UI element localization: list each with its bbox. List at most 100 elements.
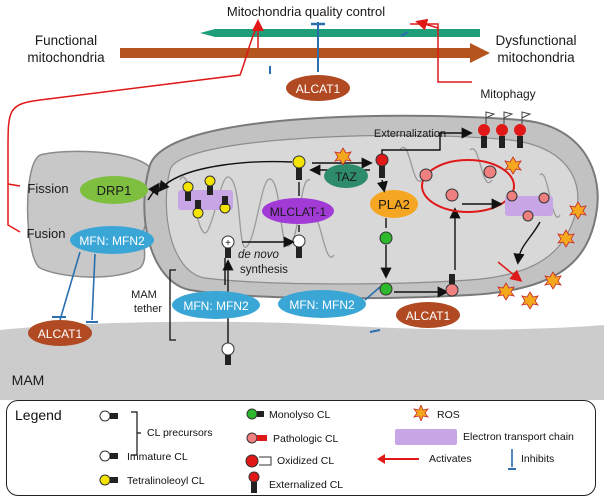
alcat1-top-node xyxy=(286,75,350,101)
alcat1-left-inhibit-2 xyxy=(91,253,96,321)
mfn-left-label: MFN: MFN2 xyxy=(79,234,145,248)
alcat1-mam-mid-label: ALCAT1 xyxy=(406,309,451,323)
mam-cl-precursor xyxy=(221,342,235,356)
mfn-mid-inhibit xyxy=(364,286,381,301)
etc-legend-swatch xyxy=(395,429,457,445)
functional-label-1: Functional xyxy=(35,33,97,48)
mam-label: MAM xyxy=(12,372,45,388)
functional-label-2: mitochondria xyxy=(27,50,105,65)
oxidized-legend-icon xyxy=(245,454,272,468)
legend-monolyso-cl: Monolyso CL xyxy=(269,409,331,421)
de-novo-label: de novo xyxy=(238,249,280,261)
cl-tail-6 xyxy=(449,274,455,284)
tether-bracket xyxy=(169,269,176,341)
inhibit-mid-tick xyxy=(369,329,381,333)
pla2-in-arrow xyxy=(376,179,388,193)
immature-cl-legend-icon xyxy=(99,450,118,462)
legend-box: Legend CL precursors Immature CL Tetrali… xyxy=(6,400,596,496)
drp1-node xyxy=(80,176,148,204)
legend-ros: ROS xyxy=(437,409,460,421)
dysfunctional-label-1: Dysfunctional xyxy=(495,33,576,48)
tetralinoleoyl-cl xyxy=(292,155,306,169)
legend-oxidized-cl: Oxidized CL xyxy=(277,455,335,467)
monolyso-cl xyxy=(379,231,393,245)
alcat1-mam-mid-node xyxy=(396,302,460,328)
cl-tail-3 xyxy=(296,247,302,258)
diagram-title: Mitochondria quality control xyxy=(227,4,385,19)
mam-band xyxy=(0,321,604,400)
cristae xyxy=(179,146,561,258)
synthesis-label: synthesis xyxy=(240,264,288,276)
mam-tether-label-1: MAM xyxy=(131,289,157,301)
cl-tail-5 xyxy=(225,355,231,365)
inner-arrow-left xyxy=(158,160,293,193)
fusion-label: Fusion xyxy=(26,226,65,241)
pathologic-cl-4 xyxy=(483,165,497,179)
pathologic-cl-etc xyxy=(506,190,550,222)
mitophagy-label: Mitophagy xyxy=(480,87,535,101)
pathologic-cycle xyxy=(421,159,515,213)
tetralinoleoyl-cl-group-left xyxy=(182,175,231,219)
mfn-tether-label: MFN: MFN2 xyxy=(183,299,249,313)
dysfunctional-arrow xyxy=(120,43,490,63)
mlclat1-node xyxy=(262,198,334,224)
activates-legend-icon xyxy=(377,454,419,464)
taz-node xyxy=(324,164,368,188)
pla2-label: PLA2 xyxy=(378,197,410,212)
alcat1-left-inhibit-1 xyxy=(59,251,81,321)
left-mitochondrion xyxy=(26,150,156,278)
externalization-arrow xyxy=(381,127,473,154)
alcat1-mam-left-label: ALCAT1 xyxy=(38,327,83,341)
functional-arrow xyxy=(200,29,480,37)
drp1-label: DRP1 xyxy=(97,183,132,198)
etc-left xyxy=(178,190,233,210)
plus-icon: + xyxy=(225,238,231,249)
inhibit-tick-2 xyxy=(400,31,409,37)
externalized-legend-icon xyxy=(248,471,260,493)
pathologic-cl-3 xyxy=(445,188,459,202)
cl-tail-2 xyxy=(379,166,385,178)
dysfunctional-label-2: mitochondria xyxy=(497,50,575,65)
pathologic-cl xyxy=(445,283,459,297)
drp1-arrow xyxy=(147,182,160,201)
monolyso-cl-2 xyxy=(379,282,393,296)
taz-label: TAZ xyxy=(335,170,357,184)
fusion-activation-path xyxy=(7,23,259,233)
legend-electron-transport-chain: Electron transport chain xyxy=(463,431,574,443)
inhibits-legend-icon xyxy=(508,449,516,470)
mfn-mid-node xyxy=(278,290,366,318)
alcat1-mam-left-node xyxy=(28,320,92,346)
ros-icons xyxy=(334,147,587,310)
legend-activates: Activates xyxy=(429,453,472,465)
fission-activation-path xyxy=(7,183,21,187)
oxidized-cl xyxy=(375,153,389,167)
cl-tail-4 xyxy=(225,248,231,258)
legend-title: Legend xyxy=(15,407,62,423)
mfn-mid-label: MFN: MFN2 xyxy=(289,298,355,312)
immature-cl xyxy=(292,234,306,248)
monolyso-legend-icon xyxy=(246,408,264,420)
etc-down-arrow xyxy=(513,221,541,265)
legend-inhibits: Inhibits xyxy=(521,453,555,465)
pathologic-legend-icon xyxy=(246,432,267,444)
externalization-label: Externalization xyxy=(374,128,446,140)
mfn-tether-node xyxy=(172,291,260,319)
legend-externalized-cl: Externalized CL xyxy=(269,479,344,491)
cl-precursor-legend-icon xyxy=(99,410,118,422)
pla2-node xyxy=(370,190,418,218)
externalized-cl-group xyxy=(478,111,532,148)
pathologic-cl-2 xyxy=(419,168,433,182)
legend-pathologic-cl: Pathologic CL xyxy=(273,433,339,445)
tetralinoleoyl-legend-icon xyxy=(99,474,118,486)
legend-tetralinoleoyl-cl: Tetralinoleoyl CL xyxy=(127,475,205,487)
mfn-left-node xyxy=(70,226,154,254)
mlclat1-label: MLCLAT-1 xyxy=(270,205,327,219)
bracket-icon xyxy=(131,411,141,456)
red-arrow-top-right xyxy=(415,18,439,31)
legend-immature-cl: Immature CL xyxy=(127,451,188,463)
ros-legend-icon xyxy=(413,405,429,421)
ros-red-arrow xyxy=(497,261,523,282)
fission-label: Fission xyxy=(27,181,68,196)
legend-cl-precursors: CL precursors xyxy=(147,427,213,439)
